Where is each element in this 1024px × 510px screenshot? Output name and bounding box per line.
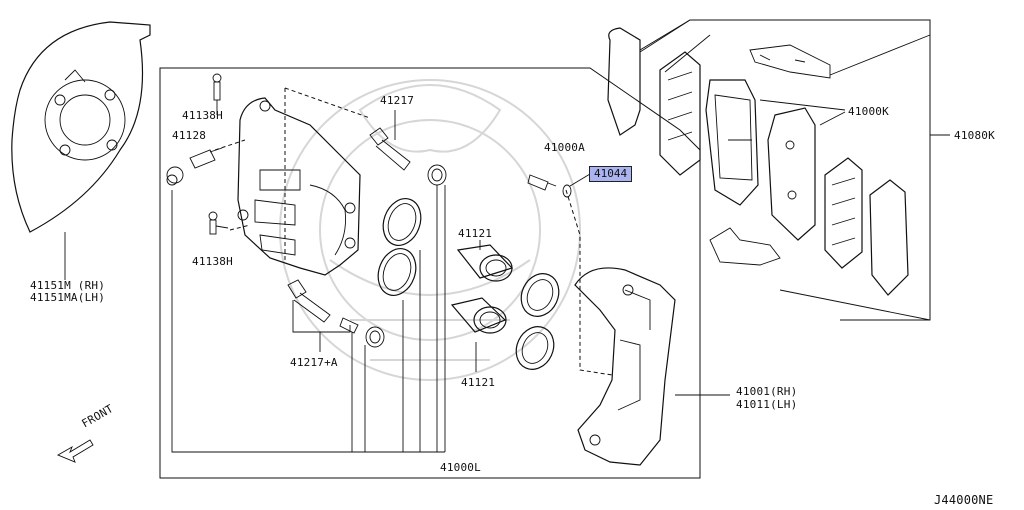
dust-shield-41151m	[11, 21, 151, 280]
label-41138h-bottom: 41138H	[192, 255, 233, 268]
pin-41217a	[287, 279, 385, 352]
label-41121-bottom: 41121	[461, 376, 496, 389]
bleeder-41128	[166, 147, 223, 186]
label-41080k: 41080K	[954, 129, 995, 142]
shim-outer-right	[869, 179, 909, 296]
leader-41000k	[759, 99, 846, 126]
guide-dash-5	[565, 189, 613, 376]
watermark-emblem	[279, 79, 581, 381]
wear-clip-top	[749, 44, 831, 79]
label-41000a: 41000A	[544, 141, 585, 154]
shim-inner-left	[659, 51, 701, 176]
leaders-41080k-kit	[639, 19, 931, 321]
piston-41121-top	[456, 240, 514, 282]
label-41128: 41128	[172, 129, 207, 142]
front-arrow-icon	[56, 439, 94, 463]
label-41121-top: 41121	[458, 227, 493, 240]
label-41044-highlighted[interactable]: 41044	[589, 166, 633, 182]
kit-41000l-frame	[159, 67, 701, 479]
anti-rattle-clip	[709, 227, 781, 266]
boot-41217-top	[427, 164, 447, 186]
guide-dash-4	[229, 224, 251, 231]
pin-41217	[369, 110, 411, 171]
bolt-41138h-top	[212, 73, 222, 115]
label-41011-lh: 41011(LH)	[736, 398, 798, 411]
diagram-code: J44000NE	[934, 493, 994, 507]
bolt-41138h-bottom	[208, 211, 229, 235]
piston-41121-bottom	[450, 297, 507, 372]
caliper-body	[237, 97, 361, 276]
label-41151-rh: 41151M (RH)	[30, 279, 106, 292]
label-41000k: 41000K	[848, 105, 889, 118]
label-41217: 41217	[380, 94, 415, 107]
leaders-41000l	[171, 185, 446, 453]
shim-inner-right	[824, 157, 863, 269]
brake-pad-outer	[705, 79, 759, 206]
piston-seals	[515, 273, 560, 370]
torque-member-41001	[574, 267, 676, 466]
guide-dash-3	[214, 139, 246, 151]
label-41000l: 41000L	[440, 461, 481, 474]
washer-41044	[562, 173, 591, 198]
guide-dash-1	[284, 87, 371, 119]
kit-41080k-frame	[639, 19, 931, 321]
brake-pad-inner	[767, 107, 816, 241]
label-41001-rh: 41001(RH)	[736, 385, 798, 398]
bolt-41000a	[527, 174, 557, 191]
shim-outer-left	[607, 27, 641, 136]
seal-rings	[377, 198, 422, 296]
label-41151-lh: 41151MA(LH)	[30, 291, 106, 304]
label-41217a: 41217+A	[290, 356, 338, 369]
label-41138h-top: 41138H	[182, 109, 223, 122]
